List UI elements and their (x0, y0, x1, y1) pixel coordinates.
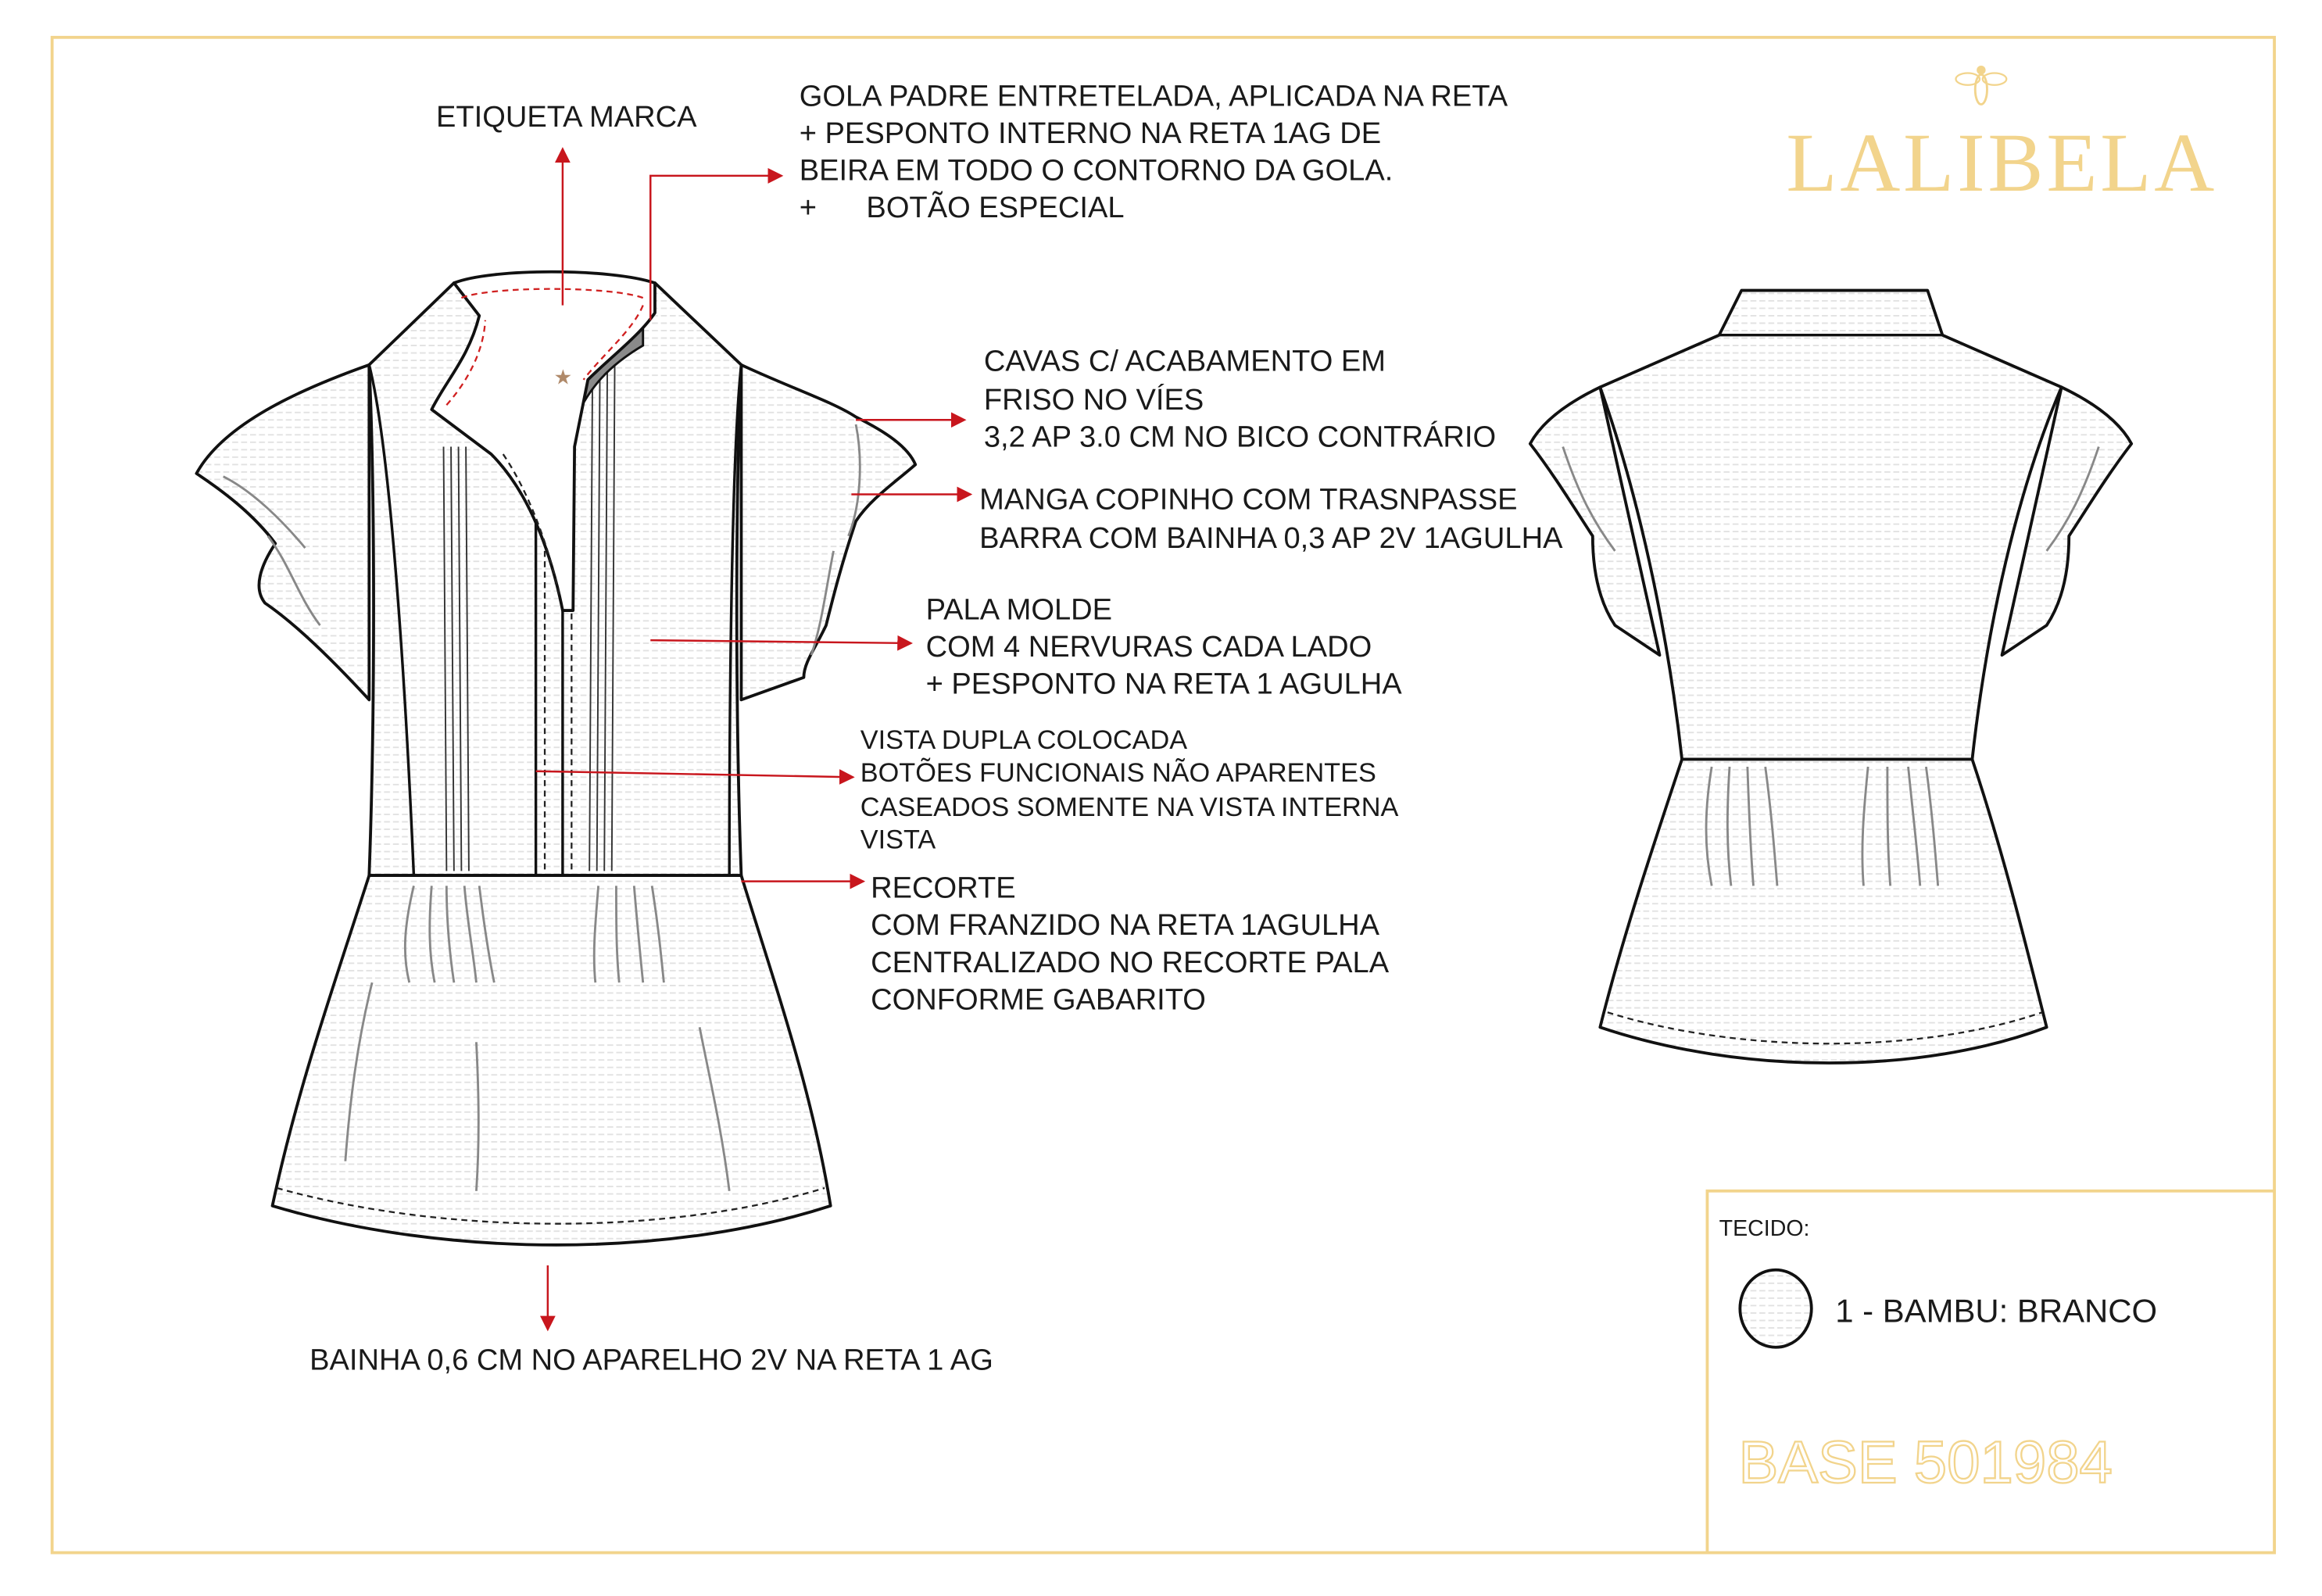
annotation-pala: PALA MOLDE COM 4 NERVURAS CADA LADO + PE… (926, 593, 1403, 700)
annotation-etiqueta: ETIQUETA MARCA (436, 101, 697, 134)
annotation-line: FRISO NO VÍES (984, 383, 1204, 417)
annotation-vista: VISTA DUPLA COLOCADA BOTÕES FUNCIONAIS N… (860, 725, 1399, 855)
back-garment-drawing (1528, 288, 2134, 1065)
annotation-line: CAVAS C/ ACABAMENTO EM (984, 345, 1386, 378)
fabric-box: TECIDO: 1 - BAMBU: BRANCO BASE 501984 (1705, 1189, 2276, 1555)
annotation-line: + BOTÃO ESPECIAL (800, 191, 1125, 224)
annotation-line: MANGA COPINHO COM TRASNPASSE (979, 484, 1517, 517)
page-border (50, 35, 2276, 1555)
fabric-swatch (1738, 1268, 1813, 1349)
annotation-line: CASEADOS SOMENTE NA VISTA INTERNA (860, 793, 1399, 822)
brand-name: LALIBELA (1786, 117, 2217, 209)
annotation-bainha: BAINHA 0,6 CM NO APARELHO 2V NA RETA 1 A… (309, 1344, 993, 1376)
annotation-line: CENTRALIZADO NO RECORTE PALA (871, 947, 1390, 979)
annotation-line: VISTA (860, 825, 936, 855)
annotation-line: GOLA PADRE ENTRETELADA, APLICADA NA RETA (800, 80, 1508, 113)
annotation-line: 3,2 AP 3.0 CM NO BICO CONTRÁRIO (984, 420, 1496, 454)
annotation-line: VISTA DUPLA COLOCADA (860, 725, 1187, 755)
fabric-item: 1 - BAMBU: BRANCO (1835, 1292, 2157, 1329)
annotation-line: + PESPONTO INTERNO NA RETA 1AG DE (800, 117, 1381, 150)
annotation-cavas: CAVAS C/ ACABAMENTO EM FRISO NO VÍES 3,2… (984, 345, 1496, 453)
fabric-label: TECIDO: (1719, 1216, 1810, 1241)
bee-icon (1955, 65, 2008, 106)
annotation-line: BEIRA EM TODO O CONTORNO DA GOLA. (800, 155, 1394, 188)
base-code: BASE 501984 (1738, 1430, 2112, 1496)
annotation-recorte: RECORTE COM FRANZIDO NA RETA 1AGULHA CEN… (871, 872, 1390, 1017)
annotation-line: COM FRANZIDO NA RETA 1AGULHA (871, 909, 1380, 942)
callout-arrows (535, 147, 973, 1332)
brand-logo: LALIBELA (1786, 65, 2217, 209)
annotation-line: COM 4 NERVURAS CADA LADO (926, 631, 1372, 664)
annotation-line: RECORTE (871, 872, 1015, 905)
annotation-manga: MANGA COPINHO COM TRASNPASSE BARRA COM B… (979, 484, 1563, 556)
annotation-line: + PESPONTO NA RETA 1 AGULHA (926, 668, 1403, 701)
annotation-line: CONFORME GABARITO (871, 983, 1206, 1016)
special-button-icon: ★ (553, 366, 572, 389)
front-garment-drawing: ★ (195, 270, 918, 1247)
annotation-gola: GOLA PADRE ENTRETELADA, APLICADA NA RETA… (800, 80, 1508, 224)
annotation-line: BOTÕES FUNCIONAIS NÃO APARENTES (860, 757, 1376, 788)
annotation-line: BARRA COM BAINHA 0,3 AP 2V 1AGULHA (979, 522, 1563, 555)
annotation-line: PALA MOLDE (926, 593, 1112, 626)
